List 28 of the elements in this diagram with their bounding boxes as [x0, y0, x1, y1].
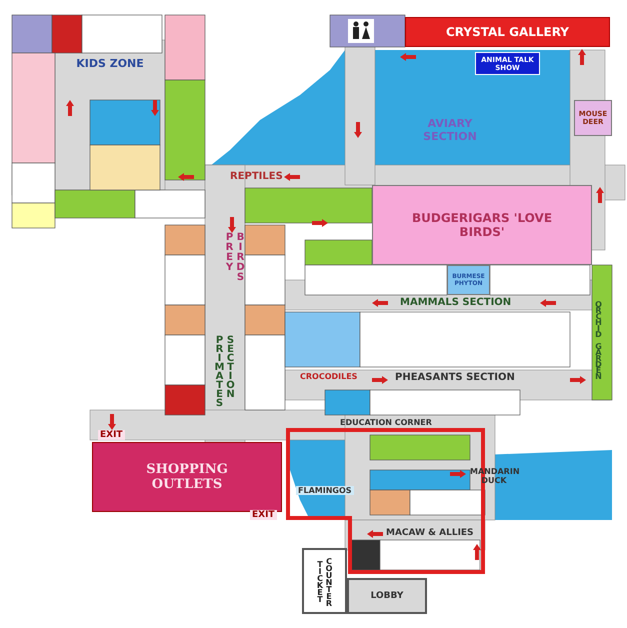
section-label: PHEASANTS SECTION [395, 372, 515, 383]
area-name: TICKET COUNTER [316, 556, 334, 608]
lobby-area [347, 578, 427, 614]
area-name: AVIARY SECTION [422, 117, 478, 143]
section-label: CROCODILES [300, 372, 358, 381]
shopping-area [92, 442, 282, 512]
section-label: MANDARIN DUCK [470, 467, 518, 485]
vertical-section-label: PRIMATES SECTION [214, 335, 236, 409]
vertical-section-label: PREY BIRDS [224, 232, 246, 284]
section-label: MAMMALS SECTION [400, 297, 512, 308]
section-label: EXIT [98, 430, 125, 440]
area-name: LOBBY [370, 591, 404, 601]
enclosure-sign [574, 100, 612, 136]
enclosure-sign [447, 265, 490, 295]
ticket-booth [302, 548, 347, 614]
vertical-section-label: ORCHID GARDEN [594, 300, 603, 380]
section-label: MACAW & ALLIES [386, 528, 474, 538]
section-label: EDUCATION CORNER [340, 418, 432, 427]
area-name: SHOPPING OUTLETS [145, 462, 229, 492]
section-label: EXIT [250, 510, 277, 520]
budgerigar-aviary [372, 185, 592, 265]
area-name: KIDS ZONE [75, 56, 145, 70]
gallery-banner [405, 17, 610, 47]
show-sign [475, 52, 540, 75]
section-label: REPTILES [230, 171, 283, 182]
area-name: CRYSTAL GALLERY [445, 25, 570, 39]
area-name: BUDGERIGARS 'LOVE BIRDS' [410, 211, 554, 239]
section-label: FLAMINGOS [296, 486, 354, 495]
